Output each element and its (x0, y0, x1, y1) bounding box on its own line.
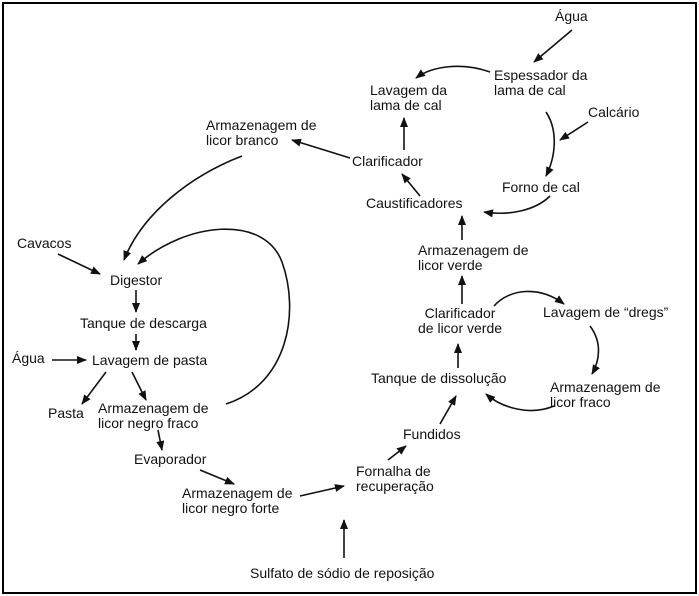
label-sulfato: Sulfato de sódio de reposição (250, 565, 435, 581)
label-fundidos: Fundidos (403, 426, 461, 442)
arrow-negrofraco-evaporador (156, 429, 165, 451)
label-armaz-negro-forte: Armazenagem de licor negro forte (182, 485, 293, 516)
arrow-fornalha-fundidos (387, 445, 407, 461)
arrow-fundidos-dissolucao (439, 395, 457, 425)
label-evaporador: Evaporador (134, 451, 207, 467)
label-clarif-verde: Clarificador de licor verde (418, 305, 503, 336)
arrow-forno-caustificadores (483, 195, 551, 218)
arrow-evaporador-negroforte (199, 469, 235, 485)
label-pasta: Pasta (48, 405, 84, 421)
label-calcario: Calcário (588, 104, 640, 120)
arrow-fraco-dissolucao (485, 393, 555, 412)
label-cavacos: Cavacos (17, 235, 72, 251)
arrow-lavagem-pasta (81, 371, 107, 405)
label-lavagem-dregs: Lavagem de “dregs” (543, 304, 669, 320)
label-armaz-fraco: Armazenagem de licor fraco (550, 379, 661, 410)
label-agua-top: Água (555, 8, 588, 24)
arrow-negrofraco-digestor (137, 228, 291, 405)
label-caustificadores: Caustificadores (366, 195, 463, 211)
arrow-lavagem-negrofraco (131, 371, 147, 401)
arrow-agua-espessador (533, 29, 573, 63)
label-espessador: Espessador da lama de cal (494, 67, 588, 98)
label-armaz-branco: Armazenagem de licor branco (206, 117, 317, 148)
arrow-dregs-fraco (589, 325, 600, 375)
arrow-negroforte-fornalha (299, 484, 345, 497)
label-forno-de-cal: Forno de cal (502, 179, 580, 195)
arrow-espessador-lavagem (415, 65, 491, 79)
arrow-clarifverde-dregs (493, 290, 565, 307)
label-armaz-verde: Armazenagem de licor verde (418, 242, 529, 273)
label-lavagem-pasta: Lavagem de pasta (92, 352, 208, 368)
arrow-cavacos-digestor (57, 253, 101, 275)
label-tanque-dissolucao: Tanque de dissolução (371, 370, 507, 386)
label-digestor: Digestor (110, 272, 163, 288)
label-tanque-descarga: Tanque de descarga (80, 315, 207, 331)
label-armaz-negro-fraco: Armazenagem de licor negro fraco (98, 400, 209, 431)
arrow-calcario-forno (559, 121, 589, 141)
arrow-branco-digestor (123, 155, 243, 261)
label-lavagem-lama: Lavagem da lama de cal (370, 82, 448, 113)
arrow-clarificador-branco (291, 138, 351, 159)
arrow-caustificadores-clarificador (401, 173, 421, 197)
label-clarificador: Clarificador (352, 153, 423, 169)
label-agua-left: Água (12, 350, 45, 366)
label-fornalha: Fornalha de recuperação (356, 463, 434, 494)
arrow-espessador-forno (545, 111, 556, 177)
